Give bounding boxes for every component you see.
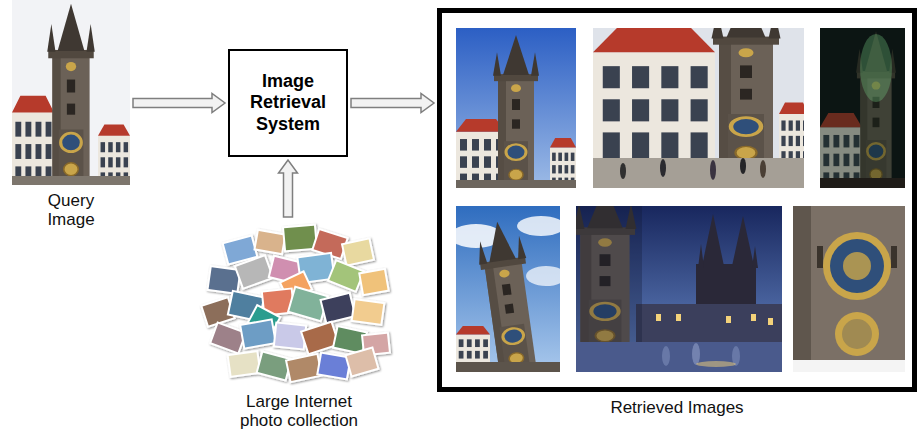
retrieved-photo: [793, 206, 811, 372]
retrieved-photo: [526, 266, 566, 286]
retrieved-photo: [656, 314, 661, 321]
retrieved-photo: [636, 304, 782, 346]
retrieved-photo: [660, 159, 666, 177]
query-photo: [47, 4, 95, 185]
retrieved-photo: [493, 35, 539, 188]
retrieved-photo: [593, 158, 804, 188]
retrieved-photo: [662, 346, 670, 366]
query-image: Query Image: [12, 0, 130, 185]
caption-text: Query Image: [31, 191, 111, 229]
retrieved-photo: [696, 361, 736, 367]
retrieved-photo: [692, 343, 700, 365]
retrieved-photo: [830, 239, 884, 293]
retrieved-photo: [740, 158, 746, 174]
retrieved-photo: [768, 318, 773, 325]
photo-collage: [346, 348, 379, 377]
retrieved-photo: [726, 316, 731, 323]
query-photo: [98, 125, 130, 185]
retrieved-photo: [752, 246, 758, 268]
retrieved-photo: [820, 28, 905, 188]
retrieved-photo: [751, 314, 756, 321]
photo-collage: [352, 299, 385, 325]
retrieved-photo: [820, 178, 905, 188]
query-photo: [12, 0, 130, 185]
query-photo: [12, 96, 54, 185]
retrieved-photo: [712, 0, 781, 168]
retrieved-photo: [843, 252, 871, 280]
photo-collage: [235, 255, 273, 288]
retrieved-photo: [620, 163, 626, 179]
retrieved-photo: [817, 246, 823, 268]
retrieved-photo: [698, 244, 704, 268]
photo-collage: [283, 225, 317, 252]
photo-collage: [359, 269, 388, 295]
retrieved-photo: [574, 185, 782, 372]
process-box: Image Retrieval System: [228, 49, 348, 157]
photo-collage: [257, 351, 292, 380]
retrieved-photo: [793, 206, 905, 372]
photo-collage: [328, 260, 364, 292]
retrieved-photo: [576, 206, 782, 372]
results-frame: Retrieved Images: [437, 8, 917, 392]
query-photo: [12, 0, 130, 185]
retrieved-photo: [576, 342, 782, 372]
caption-text: Large Internet photo collection: [229, 392, 369, 430]
retrieved-photo: [842, 319, 872, 349]
retrieved-photo: [676, 314, 681, 321]
retrieved-photo: [456, 180, 576, 188]
retrieved-photo: [779, 103, 809, 164]
box-label: Image Retrieval System: [236, 71, 340, 136]
photo-collage: [301, 322, 339, 355]
block-arrow: [279, 160, 298, 217]
retrieved-photo: [593, 28, 715, 160]
retrieved-photo: [860, 34, 892, 102]
block-arrow: [133, 94, 225, 113]
photo-collage: [201, 225, 390, 382]
block-arrow: [351, 94, 434, 113]
retrieved-photo: [732, 216, 754, 266]
retrieved-photo: [710, 160, 716, 180]
photo-collage: [240, 319, 276, 348]
photo-collage: [254, 230, 285, 255]
caption-holder: Large Internet photo collection: [229, 392, 369, 430]
retrieved-photo: [793, 360, 905, 372]
photo-collage: [286, 354, 322, 382]
caption-holder: Query Image: [31, 191, 111, 229]
caption-holder: Retrieved Images: [567, 398, 787, 417]
retrieved-photo: [517, 216, 565, 236]
photo-collage: [274, 322, 306, 349]
photo-collage: [321, 293, 356, 324]
retrieved-photo: [891, 246, 897, 268]
photo-collection: Large Internet photo collection: [200, 220, 398, 388]
retrieved-photo: [835, 312, 879, 356]
retrieved-photo: [450, 206, 566, 375]
query-photo: [12, 176, 130, 185]
photo-collage: [228, 351, 261, 377]
retrieved-photo: [702, 214, 724, 266]
retrieved-photo: [456, 28, 576, 188]
retrieved-photo: [593, 0, 809, 188]
photo-collage: [342, 238, 374, 265]
caption-text: Retrieved Images: [567, 398, 787, 417]
retrieved-photo: [793, 206, 905, 372]
retrieved-photo: [820, 28, 905, 188]
retrieved-photo: [760, 160, 766, 178]
retrieved-photo: [820, 28, 905, 188]
retrieved-photo: [456, 28, 576, 188]
retrieved-photo: [823, 232, 891, 300]
retrieved-photo: [456, 362, 560, 372]
